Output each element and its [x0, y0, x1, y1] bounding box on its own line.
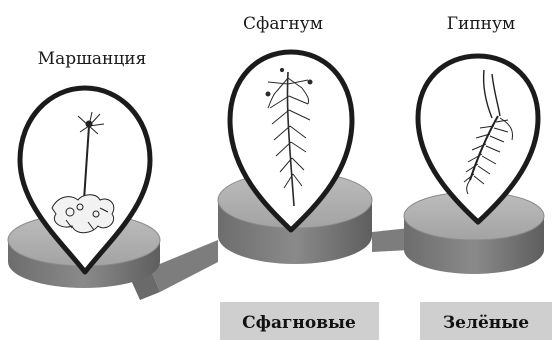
- title-marchantia: Маршанция: [38, 49, 147, 69]
- group-box-hypnum: Зелёные: [420, 302, 552, 340]
- group-label-hypnum: Зелёные: [443, 313, 529, 333]
- group-label-sphagnum: Сфагновые: [242, 313, 356, 333]
- title-sphagnum: Сфагнум: [243, 14, 323, 34]
- group-box-sphagnum: Сфагновые: [220, 302, 379, 340]
- title-hypnum: Гипнум: [447, 14, 515, 34]
